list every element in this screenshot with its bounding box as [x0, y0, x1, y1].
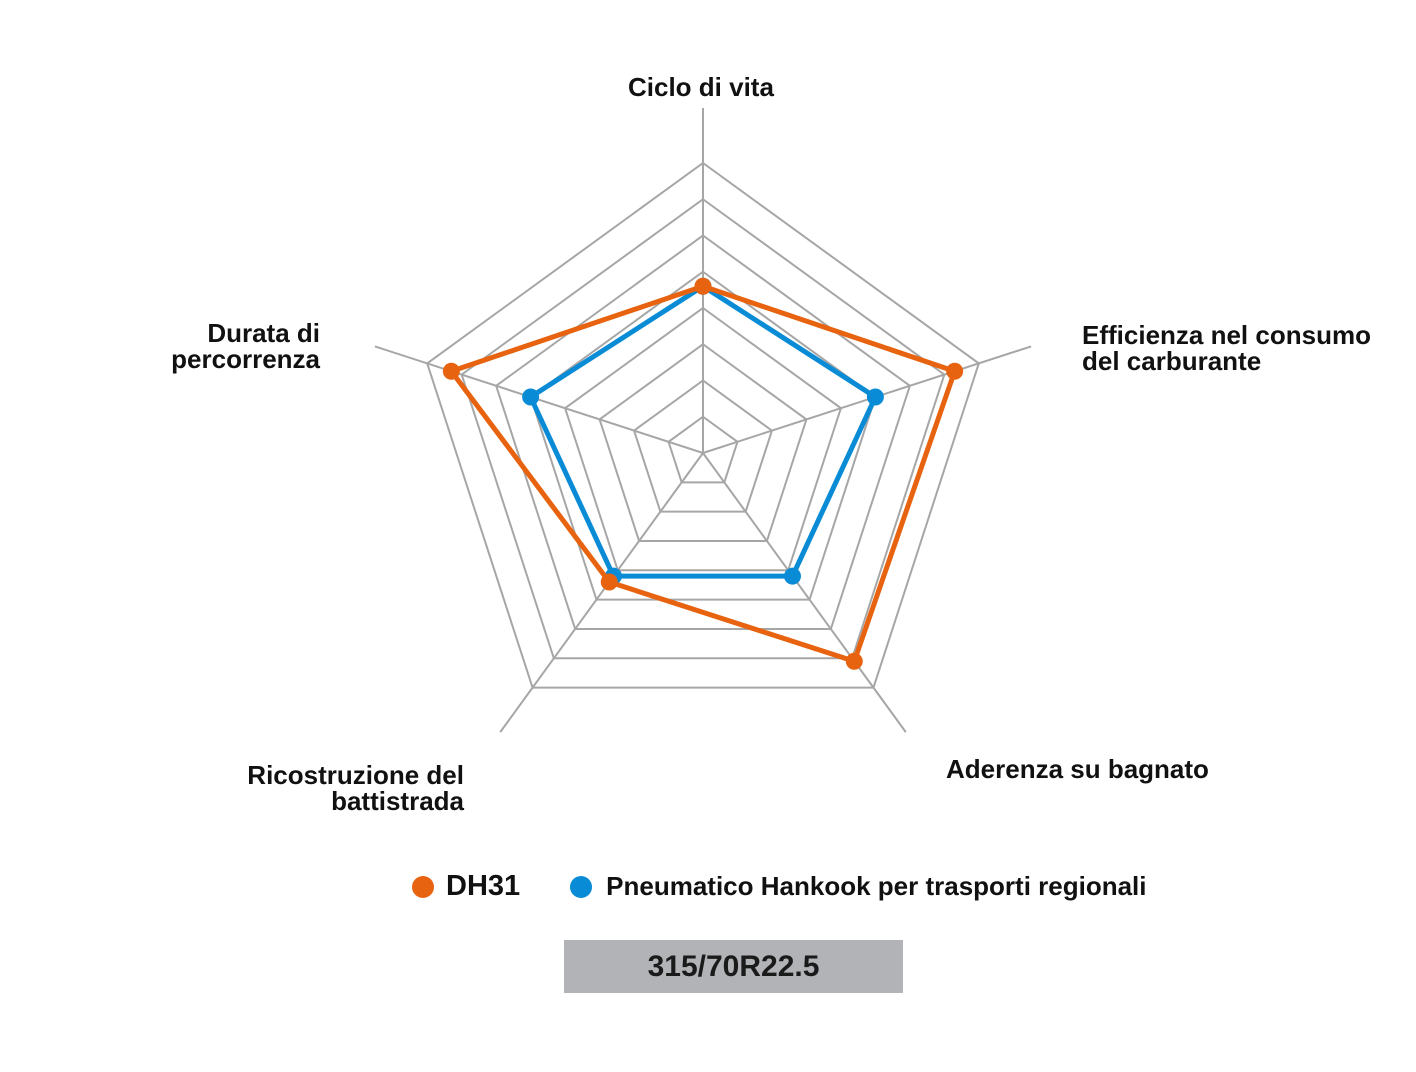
- grid-ring-7: [460, 198, 946, 660]
- axis-line-2: [702, 452, 907, 733]
- axis-label-line: Aderenza su bagnato: [946, 754, 1209, 784]
- grid-ring-8: [426, 161, 980, 689]
- data-point-dh31-1: [946, 362, 964, 380]
- data-point-dh31-2: [845, 652, 863, 670]
- axis-label-line: battistrada: [331, 786, 464, 816]
- axis-label-durata-percorrenza: Durata di percorrenza: [171, 320, 320, 372]
- data-point-dh31-3: [600, 573, 618, 591]
- data-point-dh31-4: [442, 362, 460, 380]
- chart-legend: DH31 Pneumatico Hankook per trasporti re…: [412, 870, 1147, 903]
- series-line-dh31: [448, 283, 958, 664]
- data-point-pneumatico-hankook-per-trasporti-regionali-1: [866, 388, 884, 406]
- tire-size-text: 315/70R22.5: [647, 949, 820, 983]
- grid-ring-1: [667, 415, 739, 484]
- axis-label-line: Ciclo di vita: [628, 72, 774, 102]
- radar-axes: [374, 108, 1032, 733]
- axis-label-line: Durata di: [207, 318, 320, 348]
- axis-label-ricostruzione-battistrada: Ricostruzione del battistrada: [247, 762, 464, 814]
- axis-line-3: [499, 452, 704, 733]
- axis-label-line: del carburante: [1082, 346, 1262, 376]
- legend-dot-blue: [570, 875, 593, 898]
- data-point-pneumatico-hankook-per-trasporti-regionali-2: [783, 567, 801, 585]
- grid-ring-3: [598, 343, 808, 542]
- radar-series: [442, 277, 964, 670]
- legend-item-dh31: DH31: [412, 870, 570, 903]
- grid-ring-6: [494, 234, 912, 630]
- tire-size-label: 315/70R22.5: [564, 940, 903, 993]
- axis-label-ciclo-di-vita: Ciclo di vita: [628, 74, 774, 100]
- grid-ring-4: [563, 306, 843, 572]
- legend-dot-orange: [412, 875, 434, 898]
- axis-label-line: Ricostruzione del: [247, 760, 464, 790]
- data-point-dh31-0: [694, 277, 712, 295]
- axis-label-efficienza-carburante: Efficienza nel consumo del carburante: [1082, 322, 1371, 374]
- series-line-pneumatico-hankook-per-trasporti-regionali: [528, 283, 878, 579]
- axis-line-1: [702, 345, 1032, 454]
- grid-ring-2: [632, 379, 774, 513]
- axis-line-4: [374, 345, 704, 454]
- axis-label-aderenza-bagnato: Aderenza su bagnato: [946, 756, 1209, 782]
- legend-item-hankook-regional: Pneumatico Hankook per trasporti regiona…: [570, 871, 1147, 902]
- axis-label-line: percorrenza: [171, 344, 320, 374]
- data-point-pneumatico-hankook-per-trasporti-regionali-4: [522, 388, 540, 406]
- axis-label-line: Efficienza nel consumo: [1082, 320, 1371, 350]
- legend-label: DH31: [446, 870, 521, 902]
- legend-label: Pneumatico Hankook per trasporti regiona…: [606, 871, 1147, 901]
